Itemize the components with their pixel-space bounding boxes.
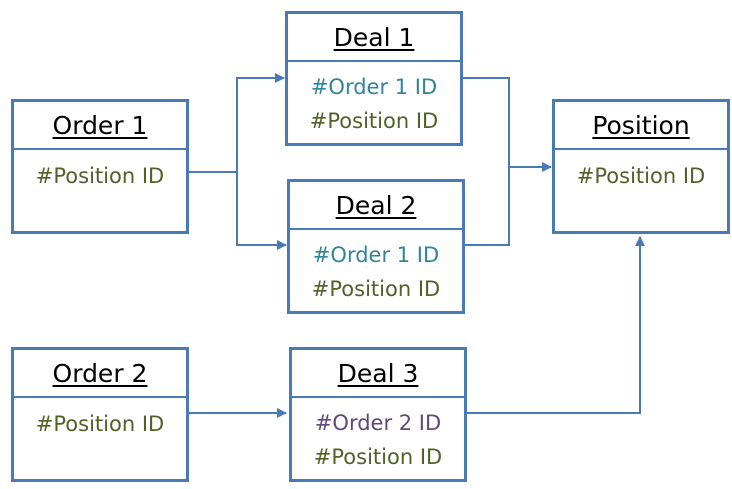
deal2-field-order1-id: #Order 1 ID: [312, 243, 440, 267]
connector-deal1-position: [462, 77, 552, 172]
deal3-entity-box: Deal 3 #Order 2 ID #Position ID: [289, 347, 467, 482]
deal2-entity-box: Deal 2 #Order 1 ID #Position ID: [287, 179, 465, 314]
position-field-position-id: #Position ID: [576, 164, 706, 188]
deal2-field-position-id: #Position ID: [311, 277, 441, 301]
connector-deal3-position: [466, 236, 645, 414]
order2-entity-box: Order 2 #Position ID: [11, 347, 189, 482]
deal3-field-position-id: #Position ID: [313, 445, 443, 469]
position-entity-box: Position #Position ID: [552, 99, 730, 234]
connector-deal2-position: [464, 167, 510, 246]
order2-field-position-id: #Position ID: [35, 412, 165, 436]
deal2-title: Deal 2: [290, 182, 462, 230]
connector-order1-deal1: [188, 73, 285, 173]
deal1-entity-box: Deal 1 #Order 1 ID #Position ID: [285, 11, 463, 146]
position-title: Position: [555, 102, 727, 150]
deal1-field-order1-id: #Order 1 ID: [310, 75, 438, 99]
order1-entity-box: Order 1 #Position ID: [11, 99, 189, 234]
order1-field-position-id: #Position ID: [35, 164, 165, 188]
deal3-field-order2-id: #Order 2 ID: [314, 411, 442, 435]
connector-order1-deal2: [236, 172, 287, 250]
order2-title: Order 2: [14, 350, 186, 398]
deal1-field-position-id: #Position ID: [309, 109, 439, 133]
deal1-title: Deal 1: [288, 14, 460, 62]
deal3-title: Deal 3: [292, 350, 464, 398]
order1-title: Order 1: [14, 102, 186, 150]
